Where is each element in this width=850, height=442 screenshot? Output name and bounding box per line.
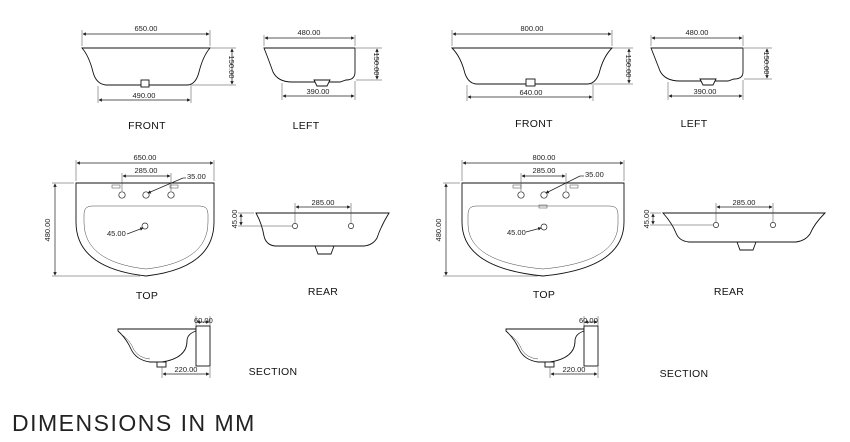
left-top-width: 480.00 — [686, 28, 709, 37]
top-depth: 480.00 — [434, 219, 443, 242]
basin-650-drawings: 650.00 490.00 150.00 FRONT 480.00 390.00 — [43, 24, 390, 378]
top-width: 650.00 — [134, 153, 157, 162]
basin-800-drawings: 800.00 640.00 150.00 FRONT 480.00 390.00 — [434, 24, 827, 380]
front-view-800: 800.00 640.00 150.00 FRONT — [450, 24, 633, 130]
rear-fixing-height: 45.00 — [642, 210, 651, 229]
left-view-label: LEFT — [681, 118, 708, 130]
section-view-label: SECTION — [249, 366, 298, 378]
section-view-650: 60.00 220.00 SECTION — [117, 316, 298, 378]
front-top-width: 800.00 — [521, 24, 544, 33]
top-tap-spacing: 285.00 — [533, 166, 556, 175]
front-top-width: 650.00 — [135, 24, 158, 33]
rear-fixing-height: 45.00 — [230, 210, 239, 229]
top-view-label: TOP — [533, 289, 555, 301]
rear-fixing-spacing: 285.00 — [733, 198, 756, 207]
top-waste: 45.00 — [507, 228, 526, 237]
rear-view-label: REAR — [308, 286, 338, 298]
left-view-800: 480.00 390.00 150.00 LEFT — [650, 28, 772, 130]
front-bottom-width: 490.00 — [133, 91, 156, 100]
front-height: 150.00 — [227, 56, 236, 79]
page-title: DIMENSIONS IN MM — [12, 410, 256, 436]
left-height: 150.00 — [762, 52, 771, 75]
rear-fixing-spacing: 285.00 — [312, 198, 335, 207]
left-height: 150.00 — [372, 53, 381, 76]
left-bottom-width: 390.00 — [694, 87, 717, 96]
left-view-label: LEFT — [293, 120, 320, 132]
top-tap-hole: 35.00 — [585, 170, 604, 179]
top-depth: 480.00 — [43, 219, 52, 242]
front-view-label: FRONT — [515, 118, 553, 130]
section-view-800: 60.00 220.00 SECTION — [505, 316, 709, 380]
section-view-label: SECTION — [660, 368, 709, 380]
rear-view-label: REAR — [714, 286, 744, 298]
section-waste-offset: 220.00 — [563, 365, 586, 374]
front-view-label: FRONT — [128, 120, 166, 132]
left-bottom-width: 390.00 — [307, 87, 330, 96]
top-width: 800.00 — [533, 153, 556, 162]
front-bottom-width: 640.00 — [520, 88, 543, 97]
section-waste-offset: 220.00 — [175, 365, 198, 374]
top-waste: 45.00 — [107, 229, 126, 238]
top-tap-hole: 35.00 — [187, 172, 206, 181]
top-tap-spacing: 285.00 — [135, 166, 158, 175]
section-rim: 60.00 — [579, 316, 598, 325]
left-top-width: 480.00 — [298, 28, 321, 37]
rear-view-800: 285.00 45.00 REAR — [642, 198, 827, 298]
top-view-label: TOP — [136, 290, 158, 302]
top-view-650: 650.00 285.00 35.00 480.00 45.00 TOP — [43, 153, 215, 302]
left-view-650: 480.00 390.00 150.00 LEFT — [263, 28, 382, 132]
front-view-650: 650.00 490.00 150.00 FRONT — [81, 24, 236, 132]
front-height: 150.00 — [624, 55, 633, 78]
rear-view-650: 285.00 45.00 REAR — [230, 198, 390, 298]
section-rim: 60.00 — [194, 316, 213, 325]
top-view-800: 800.00 285.00 35.00 480.00 45.00 TOP — [434, 153, 625, 301]
